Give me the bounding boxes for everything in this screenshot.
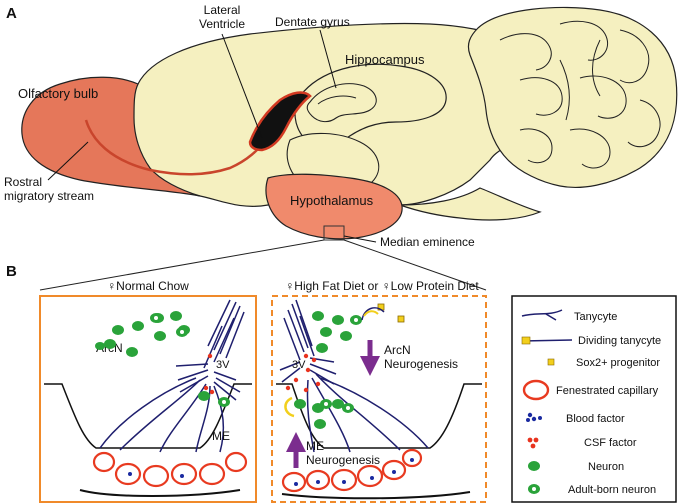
legend-row-csf-factor: CSF factor [527,437,637,449]
dividing-tanycyte-icon [521,336,573,345]
rostral-leader [47,141,89,181]
neuron-icon [528,461,540,471]
arcn-neurogenesis-label-1: ArcN [384,343,411,357]
dentate-gyrus-inner [317,95,357,105]
lateral-ventricle-label-2: Ventricle [199,17,245,31]
diet-dividing-arc-top-yellow [363,310,379,317]
normal-base-curve [79,489,241,497]
diet-sox2-progenitors [377,303,405,323]
lateral-ventricle-shape [248,91,312,152]
legend-row-tanycyte: Tanycyte [521,309,617,323]
normal-me-label: ME [212,429,230,443]
normal-csf-factors [203,353,215,395]
diet-base-curve [281,491,471,500]
rostral-label-1: Rostral [4,175,42,189]
lateral-ventricle-leader [221,33,263,139]
zoom-line-right [343,239,487,291]
diet-adult-born-neurons [320,315,362,413]
adult-born-neuron-icon [528,484,540,494]
blood-factor-icon [526,412,542,422]
cerebellar-folia [499,20,661,169]
me-neurogenesis-label-1: ME [306,439,324,453]
diet-csf-factors [285,353,321,393]
dentate-gyrus-shape [306,83,377,123]
csf-factor-icon [527,437,539,449]
legend-label: Adult-born neuron [568,484,656,496]
normal-adult-born-neurons [150,313,230,407]
legend-label: Tanycyte [574,311,617,323]
olfactory-bulb-shape [21,76,201,197]
olfactory-bulb-label: Olfactory bulb [18,86,98,101]
median-eminence-leader [343,235,377,243]
legend-row-sox2: Sox2+ progenitor [547,357,660,369]
arcn-neurogenesis-label-2: Neurogenesis [384,357,458,371]
legend-row-dividing-tanycyte: Dividing tanycyte [521,335,661,347]
normal-tanycyte-cluster [99,299,245,453]
diet-title: ♀High Fat Diet or ♀Low Protein Diet [285,279,479,293]
me-neurogenesis-label-2: Neurogenesis [306,453,380,467]
diet-3v-label: 3V [292,359,306,371]
legend-row-neuron: Neuron [528,461,624,473]
diet-tanycyte-cluster [279,299,429,453]
normal-3v-label: 3V [216,359,230,371]
legend-label: CSF factor [584,437,637,449]
lateral-ventricle-label-1: Lateral [204,3,241,17]
diet-capillaries [281,448,423,493]
normal-blood-factors [128,472,184,478]
legend-label: Blood factor [566,413,625,425]
normal-ventricle-outline [44,383,252,449]
rostral-label-2: migratory stream [4,189,94,203]
legend-label: Fenestrated capillary [556,385,659,397]
hypothalamus-label: Hypothalamus [290,193,374,208]
zoom-line-left [39,239,325,291]
legend-row-capillary: Fenestrated capillary [522,379,659,401]
legend-label: Dividing tanycyte [578,335,661,347]
legend-row-blood-factor: Blood factor [526,412,625,425]
fenestrated-capillary-icon [522,379,550,401]
diet-dividing-arc-side [284,396,295,418]
rostral-migratory-stream [84,119,269,176]
dentate-gyrus-label: Dentate gyrus [275,15,350,29]
normal-capillaries [92,451,248,488]
diet-dividing-arc-top [361,307,385,321]
tanycyte-icon [521,309,563,321]
brainstem-shape [399,187,542,221]
normal-chow-frame [39,295,257,503]
median-eminence-box [323,225,345,241]
hypothalamus-shape [265,173,403,240]
legend-label: Sox2+ progenitor [576,357,660,369]
hippocampus-label: Hippocampus [345,52,425,67]
median-eminence-label: Median eminence [380,235,475,249]
panel-a-letter: A [6,5,17,22]
cerebellum-shape [467,6,678,188]
sox2-progenitor-icon [547,358,555,366]
normal-chow-title: ♀Normal Chow [107,279,189,293]
legend-label: Neuron [588,461,624,473]
dentate-gyrus-leader [319,29,337,89]
diet-blood-factors [294,458,414,486]
legend-row-adult-born: Adult-born neuron [528,484,656,496]
panel-b-letter: B [6,263,17,280]
